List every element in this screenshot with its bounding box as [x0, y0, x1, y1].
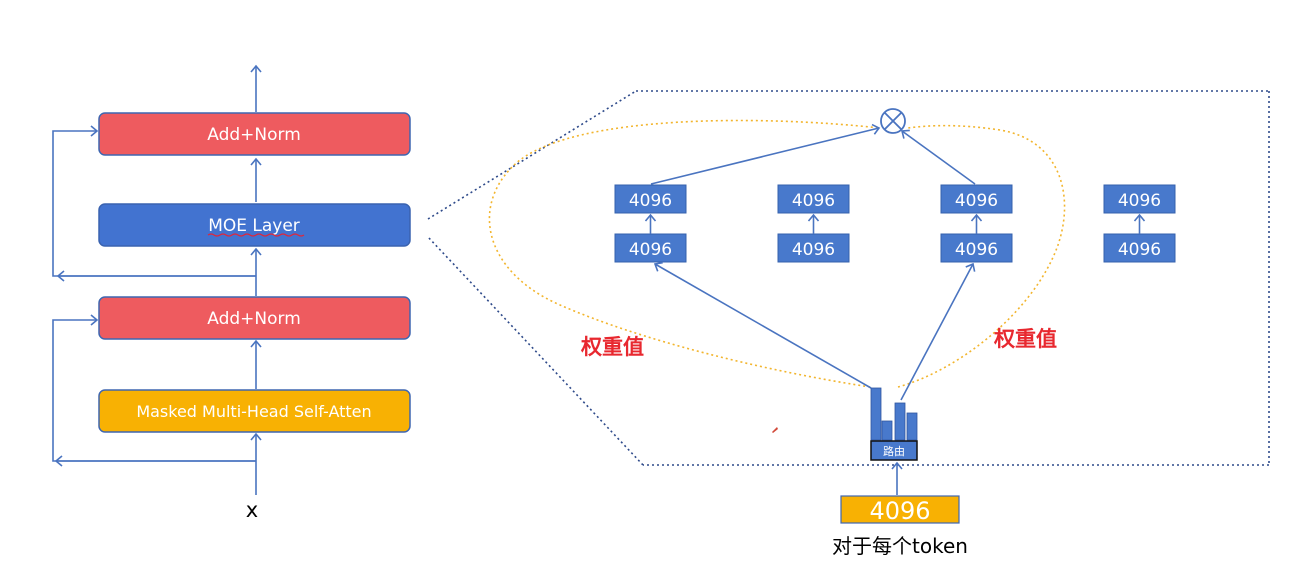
attention-box: [98, 389, 411, 433]
moe-layer-label: MOE Layer: [208, 216, 300, 236]
moe-layer-box: [98, 203, 411, 247]
expert-1-bottom-label: 4096: [629, 240, 672, 260]
add-norm-top-label: Add+Norm: [207, 125, 301, 145]
add-norm-top-box: [98, 112, 411, 156]
expert-3-bottom: [940, 233, 1013, 263]
moe-layer-spellcheck-underline: [207, 233, 305, 237]
weight-curve: [488, 119, 1066, 388]
add-norm-bottom-box: [98, 296, 411, 340]
weight-label-right: 权重值: [993, 327, 1057, 351]
weight-label-left: 权重值: [580, 335, 644, 359]
token-value: 4096: [869, 497, 930, 525]
arrow-expert3-to-multiply: [900, 129, 976, 185]
expert-3-top: [940, 184, 1013, 214]
zoom-outline: [427, 90, 1270, 466]
expert-2-top-label: 4096: [792, 191, 835, 211]
experts: 4096 4096 4096 4096 4096 4096 4096 4096: [614, 184, 1176, 263]
expert-2-top: [777, 184, 850, 214]
router-box: [870, 440, 918, 461]
router-bar-1: [870, 387, 882, 441]
residual-connection-bottom: [52, 314, 256, 462]
router-bar-4: [906, 412, 918, 441]
router: 路由: [870, 387, 918, 461]
expert-1-top-label: 4096: [629, 191, 672, 211]
arrow-router-to-expert3: [900, 262, 976, 401]
router-bar-3: [894, 402, 906, 441]
token-caption: 对于每个token: [832, 534, 968, 558]
expert-3-top-label: 4096: [955, 191, 998, 211]
expert-1-top: [614, 184, 687, 214]
expert-4-top: [1103, 184, 1176, 214]
expert-4-bottom: [1103, 233, 1176, 263]
expert-4-bottom-label: 4096: [1118, 240, 1161, 260]
attention-label: Masked Multi-Head Self-Atten: [136, 402, 371, 421]
expert-3-bottom-label: 4096: [955, 240, 998, 260]
input-x-label: x: [246, 498, 258, 522]
arrow-router-to-expert1: [653, 261, 872, 389]
add-norm-bottom-label: Add+Norm: [207, 309, 301, 329]
expert-2-bottom: [777, 233, 850, 263]
router-label: 路由: [883, 444, 905, 458]
transformer-block: Add+Norm MOE Layer Add+Norm Masked Multi…: [52, 64, 411, 522]
pen-cursor-icon: [772, 427, 778, 433]
arrow-expert1-to-multiply: [650, 123, 881, 185]
expert-4-top-label: 4096: [1118, 191, 1161, 211]
expert-2-bottom-label: 4096: [792, 240, 835, 260]
router-bar-2: [881, 420, 893, 441]
token-box: [840, 495, 960, 524]
multiply-node: [880, 108, 906, 134]
